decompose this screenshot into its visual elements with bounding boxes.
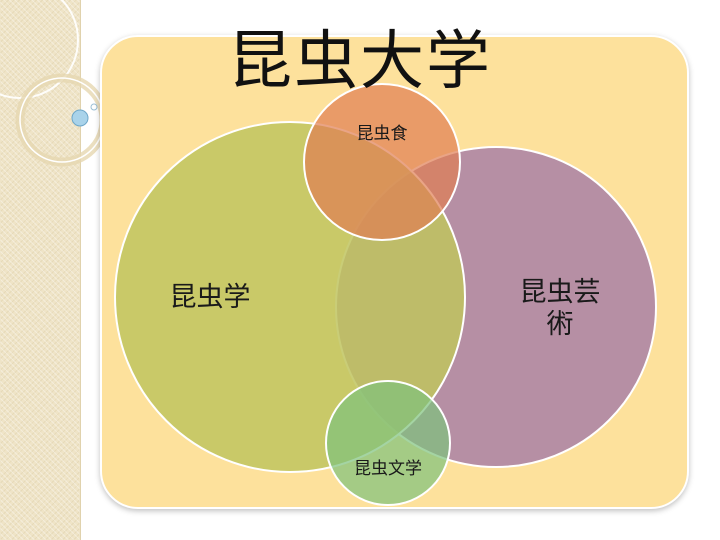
label-insect-literature: 昆虫文学 [354,459,422,479]
venn-circle-insect-literature [325,380,451,506]
label-insect-art: 昆虫芸 術 [519,277,601,340]
page-title: 昆虫大学 [228,25,492,99]
label-insect-food: 昆虫食 [356,124,408,144]
label-entomology: 昆虫学 [169,282,251,313]
decorative-side-strip [0,0,81,540]
decorative-rings [0,0,109,167]
venn-circle-insect-food [303,83,461,241]
